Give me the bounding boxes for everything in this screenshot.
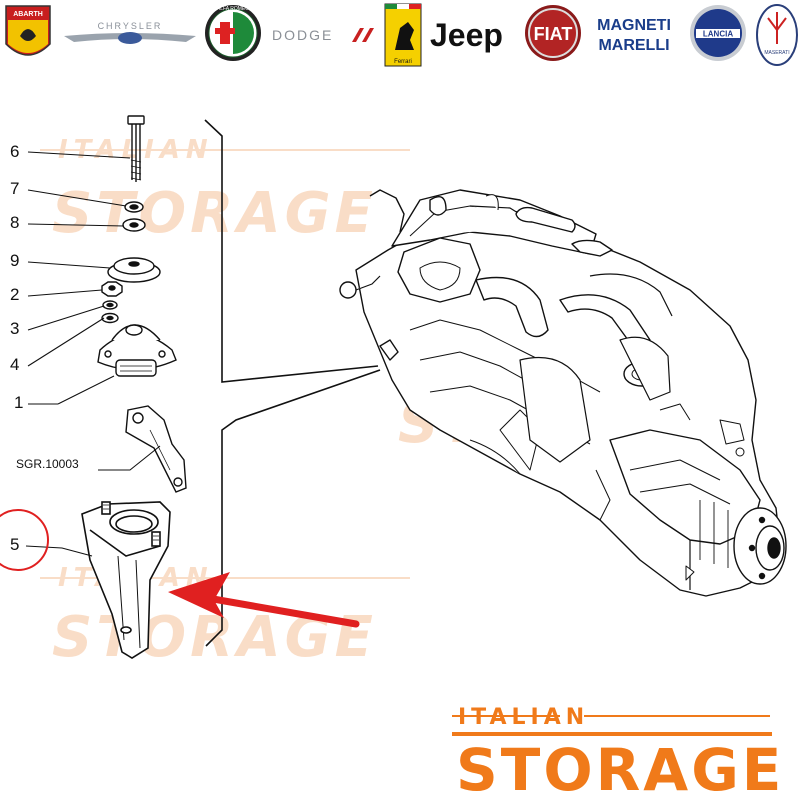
fiat-logo: FIAT [525,5,581,61]
part-3-lock-washer [102,300,118,310]
callout-labels: 6 7 8 9 2 3 4 1 SGR.10003 5 [10,142,79,554]
chrysler-logo: CHRYSLER [64,21,196,44]
jeep-logo: Jeep [430,17,503,53]
ferrari-logo: Ferrari [384,3,422,67]
brand-bar: ABARTH CHRYSLER ALFA ROMEO DODGE [5,3,798,67]
part-9-cup-washer [107,257,161,283]
lancia-logo: LANCIA [690,5,746,61]
abarth-logo: ABARTH [5,5,51,56]
alfa-romeo-logo-text: ALFA ROMEO [217,6,249,12]
alfa-romeo-logo: ALFA ROMEO [205,5,261,61]
part-5-support-bracket [81,501,171,659]
callout-5: 5 [10,535,19,554]
lancia-logo-text: LANCIA [703,30,733,39]
part-6-bolt [127,115,145,182]
jeep-logo-text: Jeep [430,17,503,53]
fiat-logo-text: FIAT [534,24,573,44]
highlight-circle [0,509,49,571]
callout-sgr: SGR.10003 [16,457,79,471]
callout-4: 4 [10,355,19,374]
callout-3: 3 [10,319,19,338]
maserati-logo: MASERATI [756,4,798,66]
red-arrow-icon [168,572,360,628]
callout-1: 1 [14,393,23,412]
magneti-marelli-logo: MAGNETI MARELLI [597,17,671,54]
part-2-nut [101,281,123,297]
dodge-logo: DODGE [272,27,374,43]
maserati-logo-text: MASERATI [764,50,789,56]
chrysler-logo-text: CHRYSLER [98,21,163,31]
magneti-marelli-logo-text-2: MARELLI [598,37,669,54]
frame-lines [204,119,381,647]
ferrari-logo-text: Ferrari [394,59,412,65]
callout-9: 9 [10,251,19,270]
engine-gearbox-assembly [339,189,787,597]
callout-6: 6 [10,142,19,161]
footer-logo-top-text: ITALIAN [458,705,589,730]
callout-7: 7 [10,179,19,198]
callout-leaders [25,151,161,557]
abarth-logo-text: ABARTH [13,11,43,18]
watermark-top-lower-text: STORAGE [52,181,377,246]
italian-storage-logo: ITALIAN STORAGE [452,705,784,800]
part-4-washer [101,312,119,324]
watermark-top: ITALIAN STORAGE [40,135,410,246]
part-1-engine-mount [97,324,177,377]
callout-8: 8 [10,213,19,232]
callout-2: 2 [10,285,19,304]
highlight [0,509,360,628]
footer-logo-bottom-text: STORAGE [456,736,784,800]
magneti-marelli-logo-text-1: MAGNETI [597,17,671,34]
part-8-washer [122,218,146,232]
dodge-logo-text: DODGE [272,27,333,43]
part-7-lock-washer [124,201,144,213]
